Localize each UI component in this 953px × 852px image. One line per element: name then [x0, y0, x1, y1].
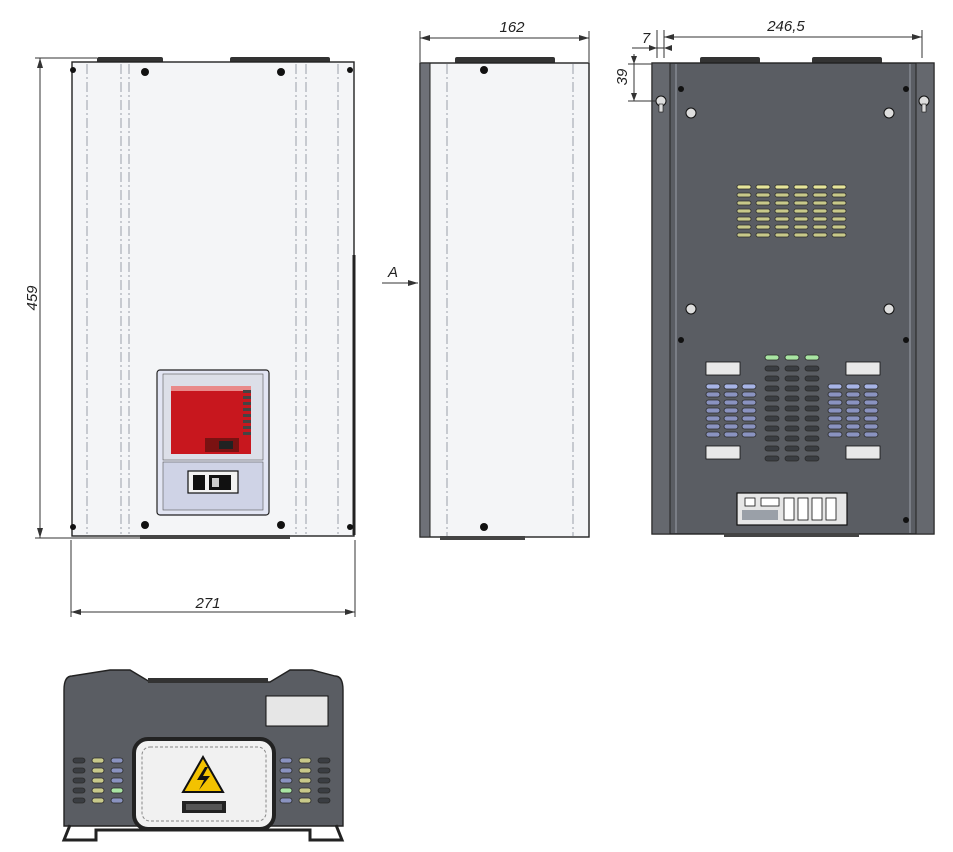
screw-icon — [480, 66, 488, 74]
screw-icon — [141, 521, 149, 529]
view-a-marker: A — [382, 264, 418, 286]
front-view — [70, 57, 356, 539]
view-label: A — [387, 264, 398, 281]
screw-icon — [277, 68, 285, 76]
dim-width-front: 271 — [194, 595, 220, 612]
rear-width-dimension: 246,5 — [663, 18, 923, 58]
high-voltage-warning-icon — [181, 754, 225, 793]
lower-vent — [705, 354, 881, 462]
front-width-dimension: 271 — [70, 540, 356, 617]
dim-depth: 162 — [499, 19, 525, 36]
terminal-block — [736, 492, 848, 526]
rear-offset-x-dimension: 7 — [632, 30, 672, 58]
front-height-dimension: 459 — [24, 57, 140, 539]
top-view — [61, 669, 345, 842]
dim-offset-y: 39 — [614, 68, 631, 85]
screw-icon — [883, 107, 895, 119]
screw-icon — [480, 523, 488, 531]
screw-icon — [883, 303, 895, 315]
upper-vent — [736, 184, 847, 238]
side-view — [419, 57, 590, 540]
screw-icon — [141, 68, 149, 76]
dim-width-rear: 246,5 — [766, 18, 805, 35]
control-panel — [156, 369, 270, 516]
rear-view — [651, 57, 935, 537]
dim-offset-x: 7 — [642, 30, 651, 47]
screw-icon — [685, 303, 697, 315]
side-depth-dimension: 162 — [419, 19, 590, 62]
circuit-breaker-icon — [187, 470, 239, 494]
rear-offset-y-dimension: 39 — [614, 54, 656, 102]
mounting-keyhole-icon — [918, 95, 930, 113]
screw-icon — [685, 107, 697, 119]
screw-icon — [277, 521, 285, 529]
dim-height: 459 — [24, 285, 41, 311]
